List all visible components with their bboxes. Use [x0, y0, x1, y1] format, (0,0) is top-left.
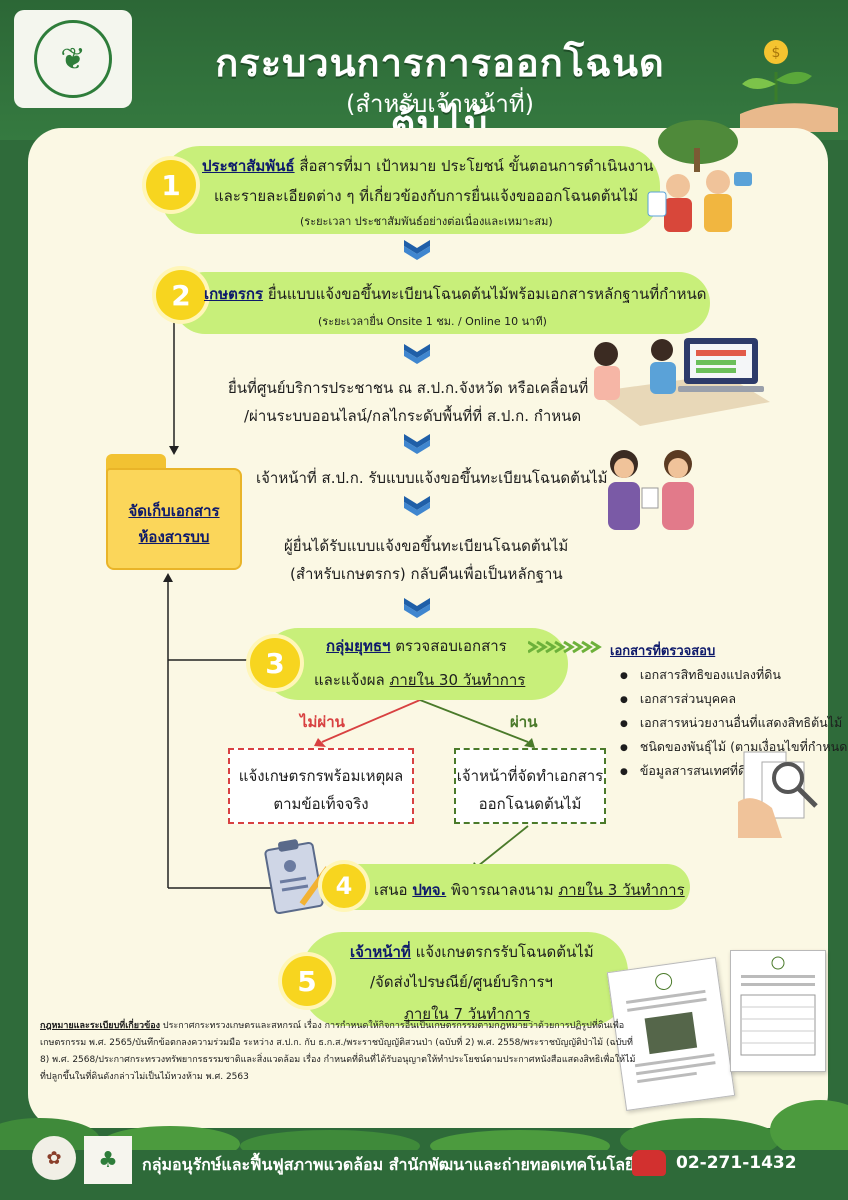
step-5-line-2: /จัดส่งไปรษณีย์/ศูนย์บริการฯ [370, 973, 553, 991]
step-4-pre: เสนอ [374, 881, 413, 899]
pass-box: เจ้าหน้าที่จัดทำเอกสาร ออกโฉนดต้นไม้ [454, 748, 606, 824]
document-checklist: เอกสารที่ตรวจสอบ เอกสารสิทธิของแปลงที่ดิ… [610, 640, 848, 781]
legal-references: กฎหมายและระเบียบที่เกี่ยวข้อง ประกาศกระท… [40, 1018, 640, 1086]
step-4-deadline: ภายใน 3 วันทำการ [558, 881, 685, 899]
step-3-line-2-pre: และแจ้งผล [314, 671, 390, 689]
step-3-line-2: และแจ้งผล ภายใน 30 วันทำการ [314, 668, 525, 692]
officer-receive-line: เจ้าหน้าที่ ส.ป.ก. รับแบบแจ้งขอขึ้นทะเบี… [256, 469, 608, 487]
step-5-pill [302, 932, 628, 1026]
step-3-deadline: ภายใน 30 วันทำการ [389, 671, 526, 689]
checklist-title: เอกสารที่ตรวจสอบ [610, 644, 716, 659]
chevron-down-icon [404, 496, 430, 516]
svg-text:$: $ [772, 45, 781, 61]
alro-emblem-icon: ❦ [34, 20, 112, 98]
legal-references-text: ประกาศกระทรวงเกษตรและสหกรณ์ เรื่อง การกำ… [40, 1021, 636, 1082]
step-1-number: 1 [146, 160, 196, 210]
receipt-line-2: (สำหรับเกษตรกร) กลับคืนเพื่อเป็นหลักฐาน [290, 565, 563, 583]
step-2-lead: เกษตรกร [204, 285, 264, 303]
step-4-line: เสนอ ปทจ. พิจารณาลงนาม ภายใน 3 วันทำการ [374, 878, 685, 902]
plant-coin-illustration: $ [740, 40, 838, 132]
step-4-number: 4 [322, 864, 366, 908]
footer-phone[interactable]: 02-271-1432 [676, 1153, 797, 1173]
folder-label: จัดเก็บเอกสาร ห้องสารบบ [106, 498, 242, 550]
chevron-down-icon [404, 598, 430, 618]
step-1-note: (ระยะเวลา ประชาสัมพันธ์อย่างต่อเนื่องและ… [300, 215, 553, 228]
deed-page-icon [625, 973, 716, 1084]
page-subtitle: (สำหรับเจ้าหน้าที่) [345, 90, 535, 118]
arrows-right-icon [528, 640, 602, 654]
pass-line-1: เจ้าหน้าที่จัดทำเอกสาร [456, 767, 604, 785]
footer-organization: กลุ่มอนุรักษ์และฟื้นฟูสภาพแวดล้อม สำนักพ… [142, 1155, 635, 1174]
document-magnifier-illustration [738, 751, 818, 838]
telephone-icon [632, 1150, 666, 1176]
step-1-lead: ประชาสัมพันธ์ [202, 157, 295, 175]
step-2-pill [174, 272, 710, 334]
pass-line-2: ออกโฉนดต้นไม้ [478, 795, 582, 813]
ministry-emblem-icon: ✿ [46, 1147, 62, 1169]
step-3-line-1-rest: ตรวจสอบเอกสาร [390, 637, 507, 655]
step-4-mid: พิจารณาลงนาม [446, 881, 559, 899]
public-relations-illustration [647, 120, 752, 232]
chevron-down-icon [404, 434, 430, 454]
folder-label-line-1: จัดเก็บเอกสาร [128, 502, 220, 520]
folder-icon [106, 468, 242, 570]
step-5-number: 5 [282, 956, 332, 1006]
chevron-down-icon [404, 240, 430, 260]
legal-references-label: กฎหมายและระเบียบที่เกี่ยวข้อง [40, 1021, 161, 1031]
header-background [0, 0, 848, 140]
step-5-line-1: เจ้าหน้าที่ แจ้งเกษตรกรรับโฉนดต้นไม้ [350, 940, 594, 964]
step-5-lead: เจ้าหน้าที่ [350, 943, 411, 961]
ministry-logo: ✿ [32, 1136, 76, 1180]
submission-line-2: /ผ่านระบบออนไลน์/กลไกระดับพื้นที่ที่ ส.ป… [244, 407, 582, 425]
checklist-item: เอกสารหน่วยงานอื่นที่แสดงสิทธิต้นไม้ [620, 713, 848, 733]
tree-deed-logo: ♣ [84, 1136, 132, 1184]
chevron-down-icon [404, 344, 430, 364]
form-page-icon [740, 956, 816, 1056]
step-1-line-1: ประชาสัมพันธ์ สื่อสารที่มา เป้าหมาย ประโ… [202, 154, 654, 178]
receipt-line-1: ผู้ยื่นได้รับแบบแจ้งขอขึ้นทะเบียนโฉนดต้น… [284, 537, 569, 555]
step-3-lead: กลุ่มยุทธฯ [326, 637, 391, 655]
submission-line-1: ยื่นที่ศูนย์บริการประชาชน ณ ส.ป.ก.จังหวั… [228, 379, 589, 397]
step-3-line-1: กลุ่มยุทธฯ ตรวจสอบเอกสาร [326, 634, 507, 658]
folder-label-line-2: ห้องสารบบ [138, 528, 210, 546]
service-counter-illustration [594, 338, 770, 426]
fail-line-2: ตามข้อเท็จจริง [273, 795, 369, 813]
step-4-pill [330, 864, 690, 910]
checklist-item: ชนิดของพันธุ์ไม้ (ตามเงื่อนไขที่กำหนด) [620, 737, 848, 757]
step-5-deadline: ภายใน 7 วันทำการ [404, 1005, 531, 1023]
checklist-item: เอกสารส่วนบุคคล [620, 689, 848, 709]
tree-deed-document [606, 957, 736, 1111]
step-2-note: (ระยะเวลายื่น Onsite 1 ชม. / Online 10 น… [318, 315, 547, 328]
checklist-item: ข้อมูลสารสนเทศที่ดิน [620, 761, 848, 781]
step-4-lead: ปทจ. [412, 881, 447, 899]
step-3-pill [262, 628, 568, 700]
agency-logo: ❦ [14, 10, 132, 108]
archive-folder: จัดเก็บเอกสาร ห้องสารบบ [106, 454, 242, 570]
step-3-number: 3 [250, 638, 300, 688]
clipboard-icon [264, 839, 331, 915]
step-1-line-1-rest: สื่อสารที่มา เป้าหมาย ประโยชน์ ขั้นตอนกา… [294, 157, 654, 175]
step-1-pill [160, 146, 660, 234]
step-2-line-1: เกษตรกร ยื่นแบบแจ้งขอขึ้นทะเบียนโฉนดต้นไ… [204, 282, 707, 306]
document-handover-illustration [608, 450, 694, 530]
pass-label: ผ่าน [510, 713, 538, 731]
tree-icon: ♣ [98, 1147, 118, 1173]
step-2-number: 2 [156, 270, 206, 320]
step-2-line-1-rest: ยื่นแบบแจ้งขอขึ้นทะเบียนโฉนดต้นไม้พร้อมเ… [263, 285, 707, 303]
foliage-decoration [0, 1100, 848, 1150]
checklist-item: เอกสารสิทธิของแปลงที่ดิน [620, 665, 848, 685]
fail-box: แจ้งเกษตรกรพร้อมเหตุผล ตามข้อเท็จจริง [228, 748, 414, 824]
fail-line-1: แจ้งเกษตรกรพร้อมเหตุผล [238, 767, 404, 785]
step-5-line-1-rest: แจ้งเกษตรกรรับโฉนดต้นไม้ [410, 943, 594, 961]
step-1-line-2: และรายละเอียดต่าง ๆ ที่เกี่ยวข้องกับการย… [214, 187, 639, 205]
fail-label: ไม่ผ่าน [300, 713, 345, 731]
registration-form-document [730, 950, 826, 1072]
